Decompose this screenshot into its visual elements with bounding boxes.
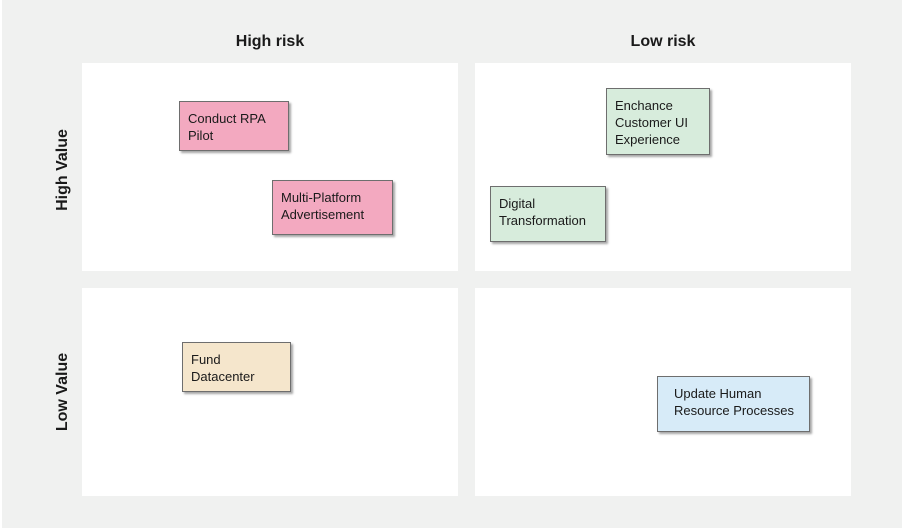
card-digital-transformation[interactable]: Digital Transformation: [490, 186, 606, 242]
quadrant-high-risk-high-value: [82, 63, 458, 271]
card-line: Datacenter: [191, 369, 255, 384]
card-line: Conduct RPA: [188, 111, 266, 126]
card-line: Digital: [499, 196, 536, 211]
column-header-low-risk: Low risk: [630, 33, 696, 50]
card-enhance-customer-ui-experience[interactable]: Enchance Customer UI Experience: [606, 88, 710, 155]
card-line: Experience: [615, 132, 681, 147]
card-line: Fund: [191, 352, 221, 367]
card-update-human-resource-processes[interactable]: Update Human Resource Processes: [657, 376, 810, 432]
card-line: Update Human: [674, 386, 762, 401]
card-line: Transformation: [499, 213, 586, 228]
card-line: Customer UI: [615, 115, 688, 130]
card-line: Pilot: [188, 128, 214, 143]
card-conduct-rpa-pilot[interactable]: Conduct RPA Pilot: [179, 101, 289, 151]
quadrant-high-risk-low-value: [82, 288, 458, 496]
card-line: Multi-Platform: [281, 190, 362, 205]
card-multi-platform-advertisement[interactable]: Multi-Platform Advertisement: [272, 180, 393, 235]
card-line: Enchance: [615, 98, 673, 113]
card-line: Advertisement: [281, 207, 365, 222]
card-fund-datacenter[interactable]: Fund Datacenter: [182, 342, 291, 392]
column-header-high-risk: High risk: [235, 33, 305, 50]
row-header-high-value-label: High Value: [54, 129, 71, 211]
row-header-low-value-label: Low Value: [54, 352, 71, 432]
card-line: Resource Processes: [674, 403, 794, 418]
